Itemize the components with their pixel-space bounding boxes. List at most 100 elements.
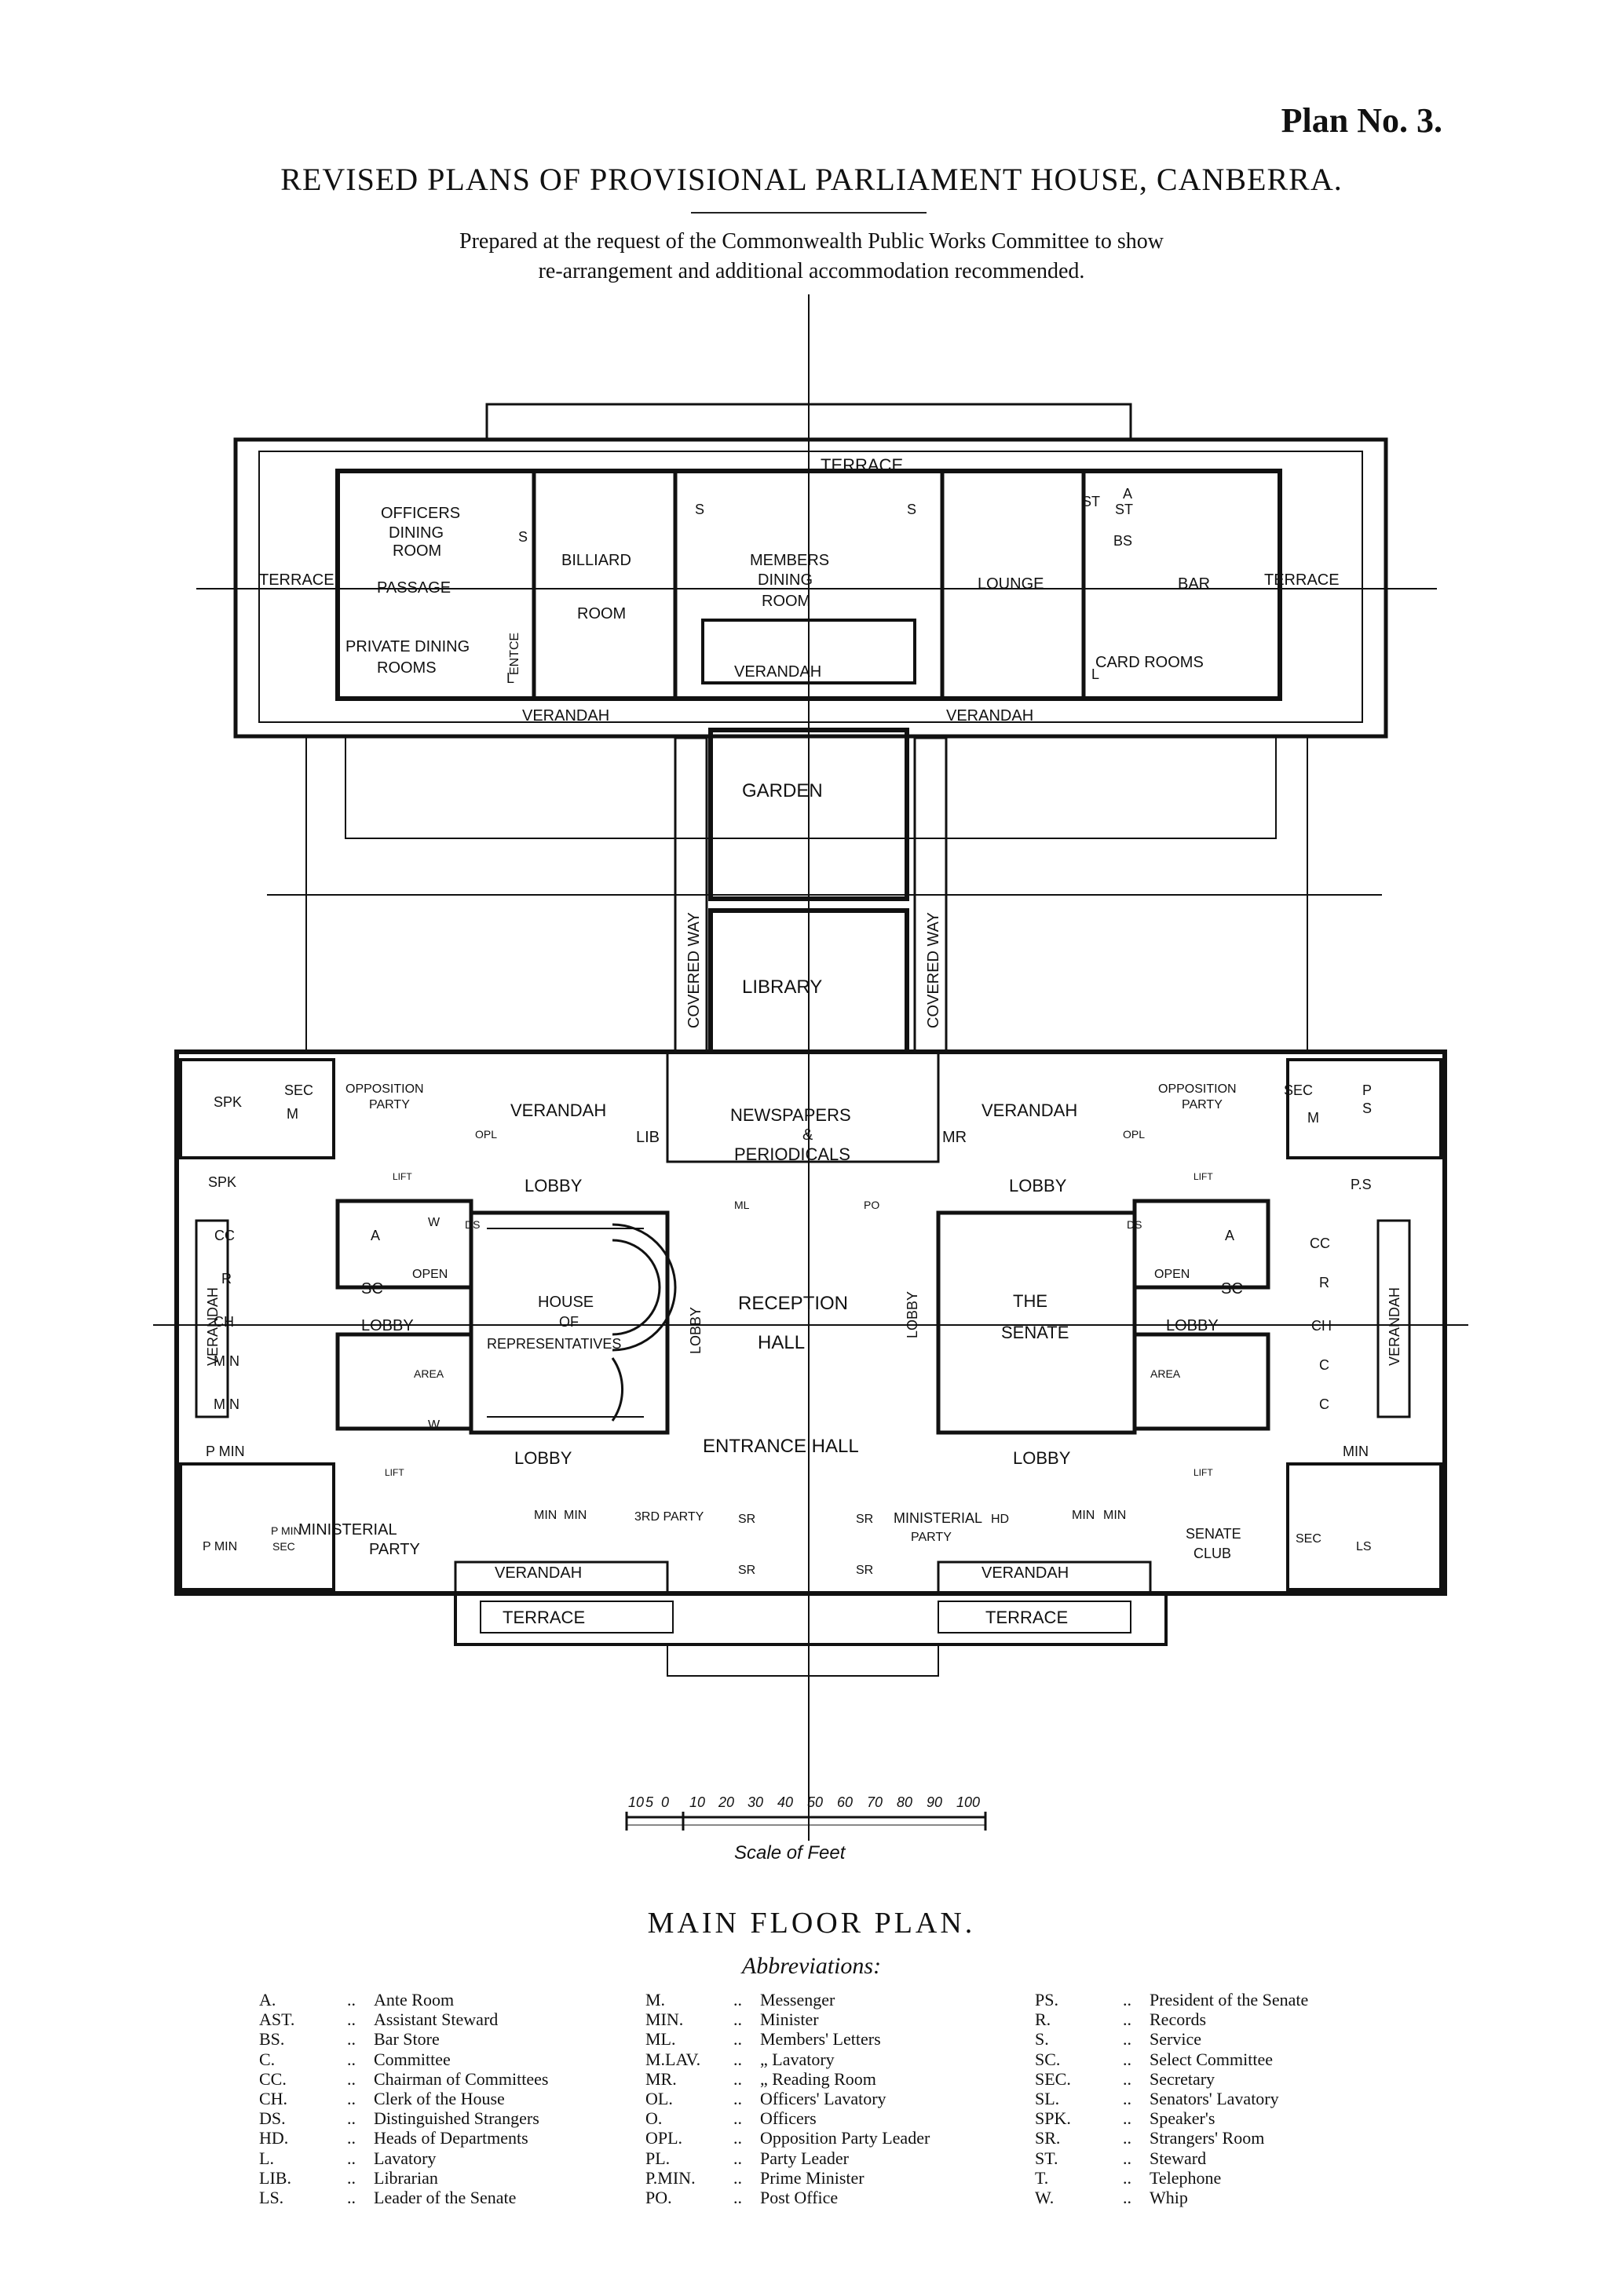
room-label: PARTY — [911, 1531, 952, 1544]
room-label: MIN — [1072, 1509, 1095, 1522]
abbreviation-entry: AST...Assistant Steward — [259, 2009, 499, 2030]
room-label: L — [1091, 666, 1099, 682]
abbreviation-entry: SL...Senators' Lavatory — [1035, 2089, 1279, 2109]
room-label: C — [1319, 1357, 1329, 1373]
room-label: HALL — [758, 1332, 805, 1353]
room-label: MEMBERS — [750, 552, 829, 569]
room-label: LOBBY — [1013, 1448, 1071, 1468]
room-label: LIFT — [393, 1171, 412, 1182]
room-label: VERANDAH — [734, 663, 821, 681]
abbreviation-code: MIN. — [645, 2009, 684, 2030]
room-label: CC — [214, 1228, 235, 1243]
room-label: ROOM — [577, 605, 626, 622]
room-label: NEWSPAPERS — [730, 1105, 851, 1125]
scale-tick: 80 — [897, 1794, 912, 1810]
room-label: M — [1307, 1110, 1319, 1126]
abbreviation-code: LIB. — [259, 2167, 291, 2188]
room-label: LOBBY — [905, 1291, 920, 1338]
room-label: SENATE — [1186, 1526, 1241, 1542]
room-label: TERRACE — [821, 455, 903, 475]
abbreviation-code: SR. — [1035, 2128, 1061, 2148]
room-label: SEC — [284, 1082, 313, 1098]
room-label: LOBBY — [1009, 1176, 1067, 1195]
abbreviation-meaning: Officers — [760, 2108, 817, 2129]
room-label: DINING — [758, 571, 813, 589]
room-label: S — [695, 502, 704, 517]
abbreviation-entry: A...Ante Room — [259, 1990, 455, 2009]
room-label: HD — [991, 1513, 1009, 1526]
abbreviation-meaning: Steward — [1150, 2148, 1207, 2168]
abbreviation-entry: LS...Leader of the Senate — [259, 2188, 517, 2208]
room-label: VERANDAH — [946, 707, 1033, 725]
abbreviation-code: L. — [259, 2148, 274, 2168]
room-label: LS — [1356, 1540, 1372, 1553]
abbreviation-code: SPK. — [1035, 2108, 1071, 2129]
terrace-south — [454, 1592, 1168, 1677]
scale-tick: 100 — [956, 1794, 980, 1810]
room-label: COVERED WAY — [685, 912, 703, 1028]
scale-ticks: 10 5 0 10 20 30 40 50 60 70 80 90 100 Sc… — [628, 1794, 980, 1863]
room-label: LOBBY — [514, 1448, 572, 1468]
room-label: MIN — [1343, 1444, 1369, 1459]
abbreviations-column-3: PS...President of the Senate R...Records… — [1035, 1990, 1308, 2207]
room-labels: TERRACE TERRACE TERRACE OFFICERS DINING … — [203, 455, 1402, 1627]
room-label: R — [221, 1271, 232, 1287]
room-label: VERANDAH — [495, 1564, 582, 1582]
room-label: OFFICERS — [381, 505, 460, 522]
room-label: MIN — [1103, 1509, 1126, 1522]
abbreviation-code: PO. — [645, 2188, 672, 2208]
abbreviation-meaning: „ Lavatory — [760, 2049, 835, 2069]
abbreviation-code: P.MIN. — [645, 2167, 696, 2188]
abbreviation-meaning: Distinguished Strangers — [374, 2108, 539, 2129]
abbreviation-meaning: Party Leader — [760, 2148, 849, 2168]
room-label: SC — [361, 1280, 383, 1298]
room-label: HOUSE — [538, 1294, 594, 1311]
room-label: A — [1123, 486, 1132, 502]
abbreviation-entry: HD...Heads of Departments — [259, 2128, 528, 2148]
scale-tick: 10 — [689, 1794, 705, 1810]
abbreviation-meaning: Opposition Party Leader — [760, 2128, 930, 2148]
north-block — [233, 403, 1388, 739]
abbreviation-entry: SC...Select Committee — [1035, 2049, 1274, 2069]
room-label: LOBBY — [688, 1307, 704, 1354]
room-label: P MIN — [206, 1444, 245, 1459]
room-label: S — [518, 529, 528, 545]
abbreviation-entry: MR...„ Reading Room — [645, 2068, 876, 2089]
room-label: TERRACE — [985, 1608, 1068, 1627]
floor-plan-title: MAIN FLOOR PLAN. — [647, 1907, 976, 1940]
abbreviation-code: PS. — [1035, 1990, 1058, 2009]
room-label: PASSAGE — [377, 579, 451, 597]
abbreviation-meaning: Lavatory — [374, 2148, 437, 2168]
room-label: LIB — [636, 1129, 660, 1146]
abbreviation-code: T. — [1035, 2167, 1049, 2188]
abbreviation-meaning: Minister — [760, 2009, 819, 2030]
room-label: AREA — [414, 1367, 444, 1380]
room-label: DS — [1127, 1218, 1142, 1231]
scale-tick: 60 — [837, 1794, 853, 1810]
room-label: ENTCE — [508, 633, 521, 675]
abbreviation-entry: OPL...Opposition Party Leader — [645, 2128, 930, 2148]
abbreviation-code: SL. — [1035, 2089, 1060, 2109]
scale-tick: 70 — [867, 1794, 883, 1810]
abbreviation-code: S. — [1035, 2029, 1049, 2050]
room-label: VERANDAH — [510, 1101, 606, 1120]
abbreviation-meaning: Librarian — [374, 2167, 438, 2188]
abbreviation-code: O. — [645, 2108, 663, 2129]
abbreviation-entry: CH...Clerk of the House — [259, 2089, 505, 2109]
room-label: MINISTERIAL — [894, 1510, 982, 1526]
abbreviation-code: M.LAV. — [645, 2049, 701, 2069]
abbreviation-meaning: Select Committee — [1150, 2049, 1274, 2069]
room-label: PARTY — [1182, 1098, 1223, 1111]
abbreviation-meaning: Service — [1150, 2029, 1201, 2050]
abbreviation-code: AST. — [259, 2009, 295, 2030]
room-label: ROOM — [762, 593, 810, 610]
room-label: C — [1319, 1396, 1329, 1412]
abbreviation-meaning: Chairman of Committees — [374, 2068, 549, 2089]
room-label: LOBBY — [361, 1317, 414, 1334]
room-label: CH — [214, 1314, 234, 1330]
room-label: DINING — [389, 524, 444, 542]
abbreviation-code: OPL. — [645, 2128, 683, 2148]
room-label: BAR — [1178, 575, 1210, 593]
room-label: LOBBY — [1166, 1317, 1219, 1334]
abbreviation-meaning: Ante Room — [374, 1990, 455, 2009]
